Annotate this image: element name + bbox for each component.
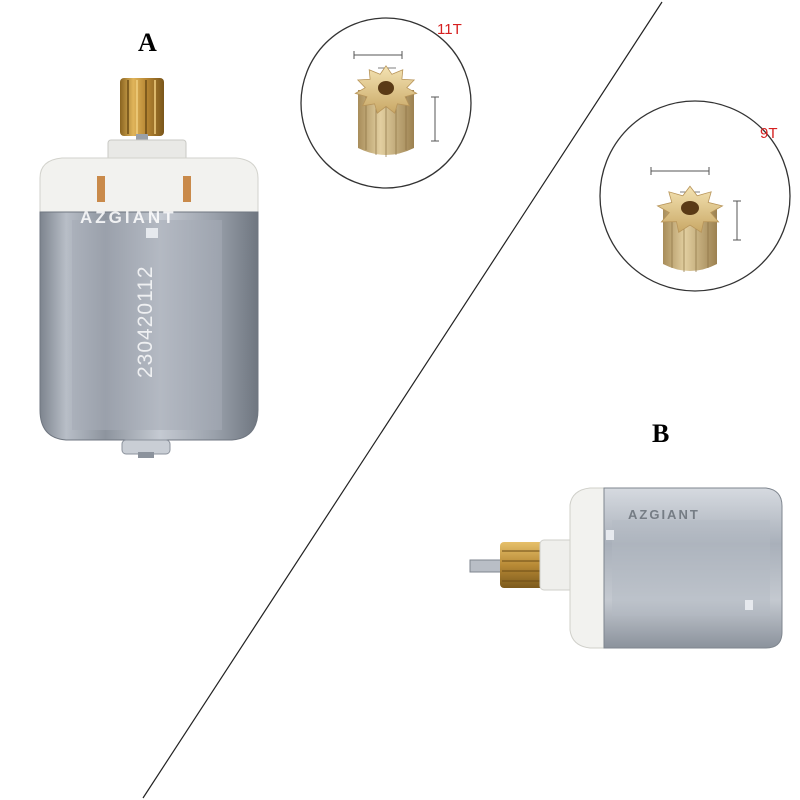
motor-b-brand: AZGIANT — [628, 507, 700, 522]
divider-line — [142, 1, 663, 799]
gear-detail-11t — [300, 17, 472, 189]
gear-small-teeth-label: 9T — [760, 125, 778, 142]
motor-b-can — [603, 487, 783, 649]
motor-b-pinion — [500, 542, 544, 588]
motor-a — [39, 78, 259, 458]
motor-a-brand: AZGIANT — [80, 208, 177, 227]
gear-detail-9t — [599, 100, 791, 292]
motor-a-serial: 230420112 — [134, 265, 157, 378]
motor-a-pinion — [120, 78, 164, 136]
motor-a-endcap — [39, 157, 259, 213]
gear-large-teeth-label: 11T — [437, 21, 462, 38]
motor-b — [469, 487, 783, 649]
panel-a-label: A — [138, 28, 157, 57]
panel-b-label: B — [652, 419, 670, 448]
